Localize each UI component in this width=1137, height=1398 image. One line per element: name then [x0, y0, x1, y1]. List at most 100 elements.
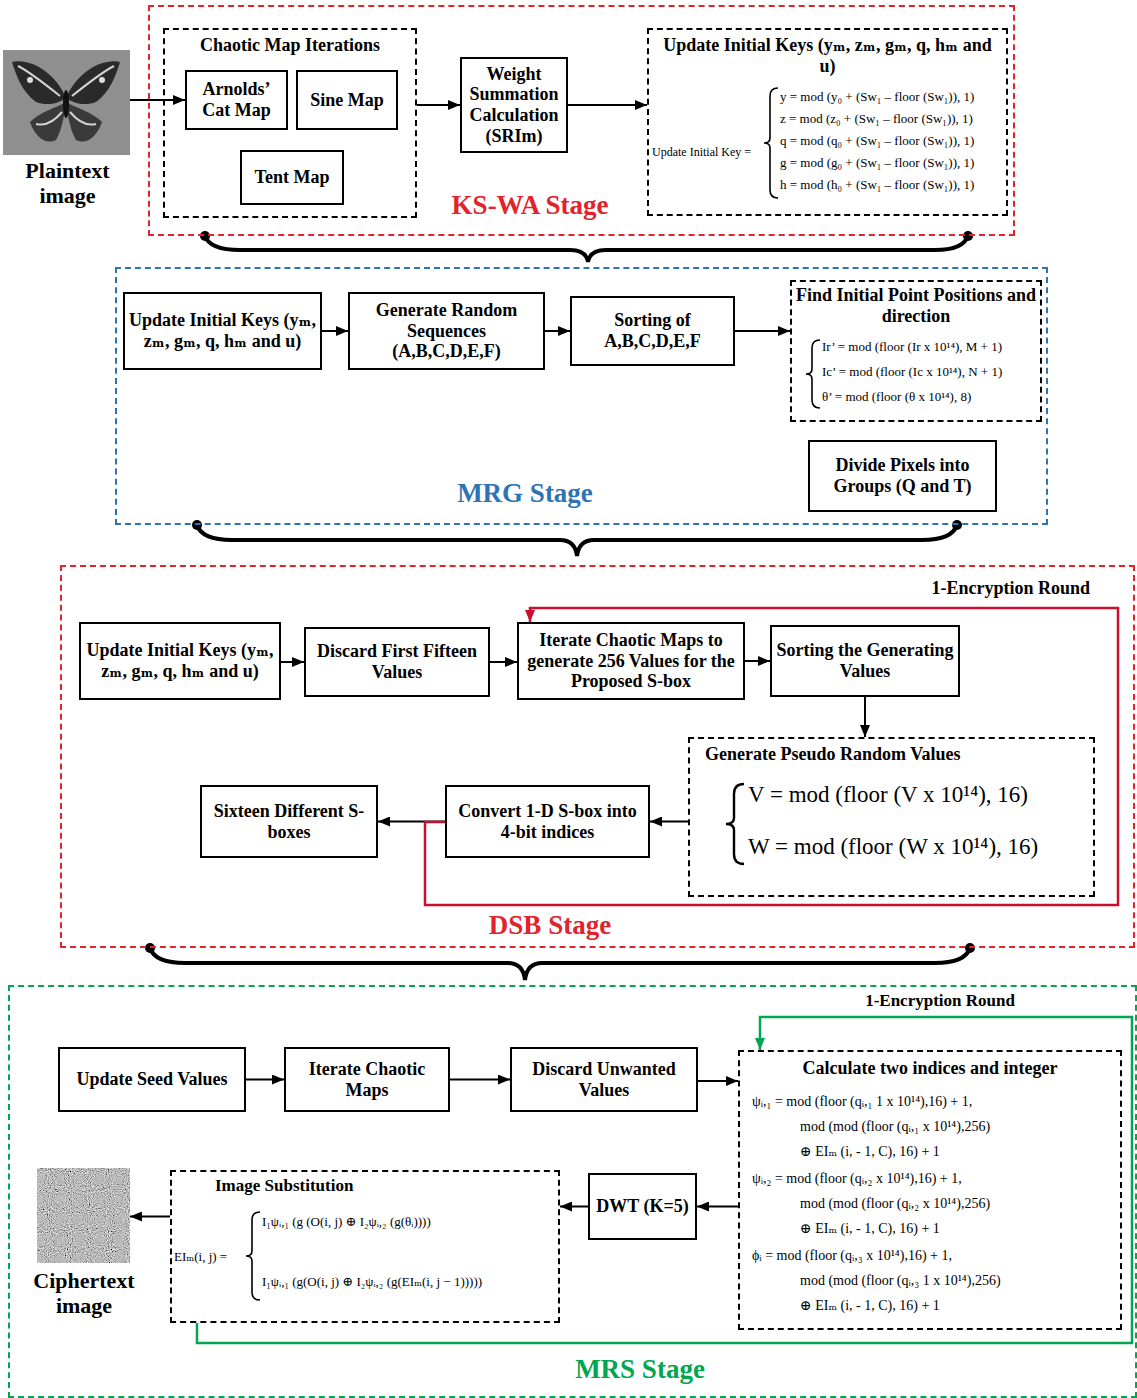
box-label: Discard Unwanted Values — [515, 1059, 693, 1100]
image-node: Ciphertext image — [37, 1168, 130, 1263]
flow-arrow — [130, 99, 185, 101]
equation-braces — [246, 88, 820, 1300]
equation-text: ψᵢ,₂ = mod (floor (qᵢ,₂ x 10¹⁴),16) + 1, — [752, 1171, 962, 1187]
process-box: Iterate Chaotic Maps — [284, 1047, 450, 1112]
process-box: Iterate Chaotic Maps to generate 256 Val… — [517, 622, 745, 700]
equation-text: EIₘ(i, j) = — [174, 1250, 227, 1265]
stage-region: KS-WA Stage Chaotic Map IterationsArnolds… — [148, 5, 1015, 236]
dashed-group: Update Initial Keys (yₘ, zₘ, gₘ, q, hₘ a… — [647, 28, 1008, 216]
group-heading: Update Initial Keys (yₘ, zₘ, gₘ, q, hₘ a… — [655, 35, 1000, 76]
equation-brace — [806, 340, 820, 408]
flow-arrow — [698, 1080, 738, 1082]
equation-brace — [764, 88, 778, 198]
flow-arrow — [650, 821, 688, 823]
process-box: Update Initial Keys (yₘ, zₘ, gₘ, q, hₘ a… — [123, 292, 322, 370]
round-label: 1-Encryption Round — [880, 578, 1090, 599]
equation-text: mod (mod (floor (qᵢ,₃ 1 x 10¹⁴),256) — [800, 1273, 1001, 1289]
equation-text: Update Initial Key = — [652, 146, 751, 160]
box-label: Convert 1-D S-box into 4-bit indices — [450, 801, 645, 842]
cipher-noise-picture — [37, 1168, 130, 1263]
process-box: Sine Map — [296, 70, 398, 130]
process-box: Update Initial Keys (yₘ, zₘ, gₘ, q, hₘ a… — [79, 622, 281, 700]
equation-text: θ’ = mod (floor (θ x 10¹⁴), 8) — [822, 390, 971, 405]
process-box: Weight Summation Calculation (SRIm) — [460, 57, 568, 153]
box-label: Iterate Chaotic Maps to generate 256 Val… — [522, 630, 740, 692]
equation-text: I₁ψᵢ,₁ (g (O(i, j) ⊕ I₂ψᵢ,₂ (g(θᵢ)))) — [262, 1215, 431, 1230]
flow-arrow — [130, 1216, 170, 1218]
box-label: Divide Pixels into Groups (Q and T) — [813, 455, 992, 496]
stage-region: DSB StageUpdate Initial Keys (yₘ, zₘ, gₘ… — [60, 565, 1135, 948]
dashed-group: Calculate two indices and integer ψᵢ,₁ = … — [738, 1050, 1122, 1330]
process-box: Convert 1-D S-box into 4-bit indices — [445, 785, 650, 858]
box-label: Update Initial Keys (yₘ, zₘ, gₘ, q, hₘ a… — [84, 640, 276, 681]
equation-text: Ic’ = mod (floor (Ic x 10¹⁴), N + 1) — [822, 365, 1002, 380]
box-label: Update Initial Keys (yₘ, zₘ, gₘ, q, hₘ a… — [128, 310, 317, 351]
equation-text: h = mod (h₀ + (Sw₁ – floor (Sw₁)), 1) — [780, 178, 974, 193]
dashed-group: Image SubstitutionEIₘ(i, j) = I₁ψᵢ,₁ (g (… — [170, 1170, 560, 1323]
butterfly-picture — [3, 50, 130, 155]
equation-text: W = mod (floor (W x 10¹⁴), 16) — [748, 834, 1038, 860]
equation-text: I₁ψᵢ,₁ (g(O(i, j) ⊕ I₂ψᵢ,₂ (g(EIₘ(i, j −… — [262, 1275, 482, 1290]
equation-brace — [246, 1212, 260, 1300]
process-box: Discard Unwanted Values — [510, 1047, 698, 1112]
wing — [30, 102, 66, 142]
equation-text: y = mod (y₀ + (Sw₁ – floor (Sw₁)), 1) — [780, 90, 974, 105]
flow-arrow — [745, 660, 770, 662]
flow-arrow — [568, 104, 647, 106]
process-box: Discard First Fifteen Values — [304, 627, 490, 697]
equation-brace — [726, 784, 744, 864]
process-box: DWT (K=5) — [588, 1173, 697, 1240]
wing-spot — [27, 77, 33, 83]
flow-arrow — [697, 1206, 738, 1208]
box-label: Update Seed Values — [76, 1069, 227, 1090]
flow-arrow — [246, 1079, 284, 1081]
process-box: Update Seed Values — [58, 1047, 246, 1112]
flow-arrow — [864, 697, 866, 737]
bracket-dot — [952, 520, 962, 530]
stage-title: KS-WA Stage — [430, 190, 630, 221]
flow-arrow — [417, 104, 460, 106]
process-box: Sorting of A,B,C,D,E,F — [570, 296, 735, 366]
bracket-dot — [963, 231, 973, 241]
group-heading: Image Substitution — [215, 1176, 515, 1196]
wing — [66, 102, 102, 142]
stage-bracket — [205, 236, 968, 262]
box-label: Tent Map — [255, 167, 330, 188]
image-caption: Plaintext image — [0, 158, 135, 209]
stage-bracket — [197, 525, 957, 556]
equation-text: ϕᵢ = mod (floor (qᵢ,₃ x 10¹⁴),16) + 1, — [752, 1248, 952, 1264]
flow-arrow — [450, 1079, 510, 1081]
wing-spot — [99, 77, 105, 83]
flow-arrow — [560, 1206, 588, 1208]
equation-text: ψᵢ,₁ = mod (floor (qᵢ,₁ 1 x 10¹⁴),16) + … — [752, 1094, 972, 1110]
process-box: Divide Pixels into Groups (Q and T) — [808, 440, 997, 512]
bracket-dot — [145, 943, 155, 953]
loop-arrow — [425, 608, 1118, 905]
box-label: Discard First Fifteen Values — [309, 641, 485, 682]
equation-text: ⊕ EIₘ (i, - 1, C), 16) + 1 — [800, 1298, 940, 1314]
process-box: Sorting the Generating Values — [770, 625, 960, 697]
round-label: 1-Encryption Round — [835, 991, 1045, 1011]
group-heading: Chaotic Map Iterations — [168, 35, 412, 56]
flow-arrow — [322, 330, 348, 332]
group-heading: Calculate two indices and integer — [745, 1058, 1115, 1079]
flow-arrow — [545, 330, 570, 332]
box-label: Arnolds’ Cat Map — [190, 79, 283, 120]
equation-text: mod (mod (floor (qᵢ,₁ x 10¹⁴),256) — [800, 1119, 990, 1135]
picture-ground — [3, 50, 130, 155]
equation-text: g = mod (g₀ + (Sw₁ – floor (Sw₁)), 1) — [780, 156, 974, 171]
flow-arrow — [281, 661, 304, 663]
box-label: Weight Summation Calculation (SRIm) — [465, 64, 563, 147]
stage-bracket — [150, 948, 970, 980]
box-label: Iterate Chaotic Maps — [289, 1059, 445, 1100]
box-label: Generate Random Sequences (A,B,C,D,E,F) — [353, 300, 540, 362]
group-heading: Generate Pseudo Random Values — [705, 744, 1085, 765]
bracket-dot — [965, 943, 975, 953]
equation-text: Ir’ = mod (floor (Ir x 10¹⁴), M + 1) — [822, 340, 1002, 355]
stage-region: MRS StageUpdate Seed ValuesIterate Chaot… — [8, 985, 1137, 1398]
equation-text: V = mod (floor (V x 10¹⁴), 16) — [748, 782, 1028, 808]
flow-arrow — [490, 661, 517, 663]
equation-text: z = mod (z₀ + (Sw₁ – floor (Sw₁)), 1) — [780, 112, 973, 127]
equation-text: ⊕ EIₘ (i, - 1, C), 16) + 1 — [800, 1221, 940, 1237]
